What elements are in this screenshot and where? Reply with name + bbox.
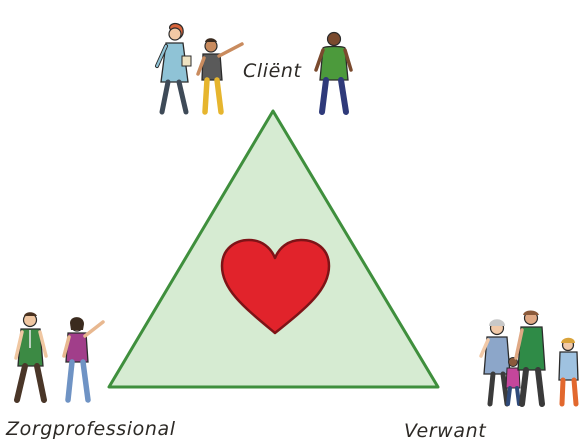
- client-people-group-icon: [155, 22, 353, 115]
- person-older-woman-icon: [479, 319, 511, 407]
- person-man-green-shirt-icon: [314, 31, 353, 115]
- person-woman-blue-coat-icon: [155, 22, 192, 115]
- person-man-green-jacket-icon: [514, 310, 546, 407]
- person-man-green-sweater-icon: [14, 312, 48, 403]
- triangle-shape: [107, 109, 440, 389]
- heart-icon: [220, 238, 331, 335]
- person-woman-waving-icon: [62, 317, 105, 403]
- person-man-pointing-icon: [196, 38, 244, 115]
- relative-label: Verwant: [404, 420, 487, 442]
- professional-people-group-icon: [14, 312, 105, 403]
- care-professional-label: Zorgprofessional: [6, 418, 176, 440]
- person-child-orange-icon: [558, 337, 579, 407]
- relatives-people-group-icon: [479, 310, 579, 407]
- client-label: Cliënt: [243, 60, 302, 82]
- person-child-small-icon: [505, 357, 521, 406]
